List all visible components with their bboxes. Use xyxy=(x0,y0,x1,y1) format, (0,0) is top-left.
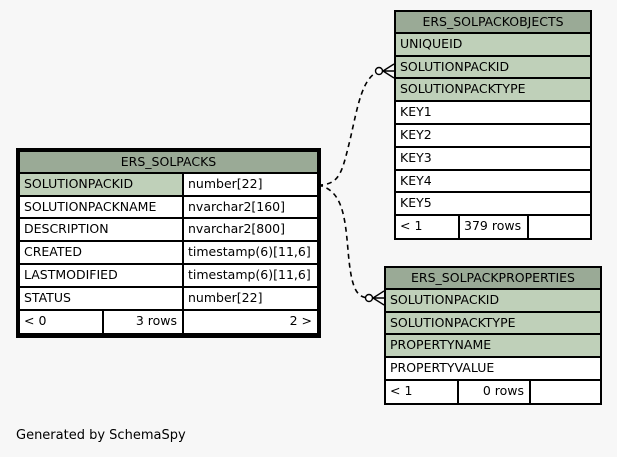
column-name: SOLUTIONPACKID xyxy=(396,57,590,77)
column-name: KEY4 xyxy=(396,171,590,191)
column-name: CREATED xyxy=(20,242,182,263)
parents-count: < 1 xyxy=(386,381,457,403)
column-type: number[22] xyxy=(184,288,317,309)
column-name: PROPERTYNAME xyxy=(386,335,600,356)
relationship-solpacks-properties xyxy=(317,184,369,299)
column-name: SOLUTIONPACKID xyxy=(386,290,600,311)
table-title: ERS_SOLPACKS xyxy=(20,152,317,172)
optional-marker-properties xyxy=(364,293,374,303)
column-name: PROPERTYVALUE xyxy=(386,358,600,379)
table-ers-solpackobjects[interactable]: ERS_SOLPACKOBJECTS UNIQUEID SOLUTIONPACK… xyxy=(394,10,592,240)
column-name: KEY5 xyxy=(396,193,590,214)
column-name: KEY1 xyxy=(396,102,590,123)
row-count: 3 rows xyxy=(104,311,182,333)
column-name: SOLUTIONPACKID xyxy=(20,174,182,195)
children-count-empty xyxy=(531,381,600,403)
column-name: KEY3 xyxy=(396,148,590,169)
column-name: UNIQUEID xyxy=(396,34,590,55)
optional-marker-objects xyxy=(374,66,384,76)
relationship-solpacks-objects xyxy=(317,70,380,186)
table-title: ERS_SOLPACKOBJECTS xyxy=(396,12,590,32)
children-count: 2 > xyxy=(184,311,317,333)
column-name: KEY2 xyxy=(396,125,590,146)
column-type: number[22] xyxy=(184,174,317,195)
column-type: nvarchar2[160] xyxy=(184,197,317,217)
column-name: SOLUTIONPACKNAME xyxy=(20,197,182,217)
column-name: SOLUTIONPACKTYPE xyxy=(396,79,590,100)
column-name: DESCRIPTION xyxy=(20,219,182,240)
column-type: timestamp(6)[11,6] xyxy=(184,242,317,263)
table-ers-solpackproperties[interactable]: ERS_SOLPACKPROPERTIES SOLUTIONPACKID SOL… xyxy=(384,266,602,405)
column-name: STATUS xyxy=(20,288,182,309)
parents-count: < 1 xyxy=(396,216,458,238)
generated-by-label: Generated by SchemaSpy xyxy=(16,428,186,443)
row-count: 0 rows xyxy=(459,381,529,403)
column-type: nvarchar2[800] xyxy=(184,219,317,240)
children-count-empty xyxy=(529,216,590,238)
table-ers-solpacks[interactable]: ERS_SOLPACKS SOLUTIONPACKID number[22] S… xyxy=(16,148,321,338)
parents-count: < 0 xyxy=(20,311,102,333)
crowfoot-objects xyxy=(382,63,395,79)
row-count: 379 rows xyxy=(460,216,527,238)
column-name: SOLUTIONPACKTYPE xyxy=(386,313,600,333)
crowfoot-properties xyxy=(372,290,385,306)
column-type: timestamp(6)[11,6] xyxy=(184,265,317,286)
table-title: ERS_SOLPACKPROPERTIES xyxy=(386,268,600,288)
column-name: LASTMODIFIED xyxy=(20,265,182,286)
